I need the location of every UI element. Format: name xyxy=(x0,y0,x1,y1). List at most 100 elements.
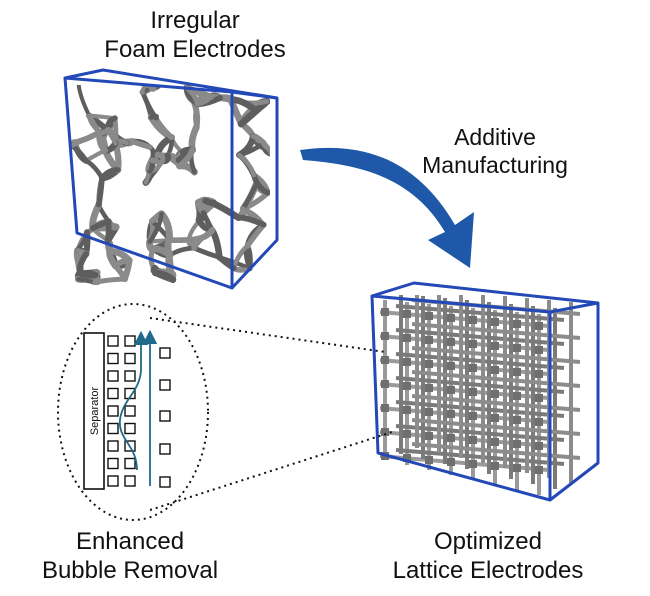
lattice-cross-sections xyxy=(108,336,170,487)
lattice-cross-section-square xyxy=(125,336,135,346)
lattice-node xyxy=(491,366,499,374)
lattice-node xyxy=(491,438,499,446)
lattice-cross-section-square xyxy=(108,354,118,364)
lattice-node xyxy=(513,416,521,424)
lattice-cross-section-square xyxy=(108,406,118,416)
foam-title-line2: Foam Electrodes xyxy=(95,35,295,64)
lattice-node xyxy=(513,320,521,328)
lattice-title-line1: Optimized xyxy=(368,527,608,556)
lattice-node xyxy=(491,414,499,422)
lattice-node xyxy=(447,362,455,370)
lattice-node xyxy=(447,386,455,394)
lattice-node xyxy=(491,318,499,326)
lattice-node xyxy=(513,392,521,400)
lattice-cross-section-square xyxy=(160,477,170,487)
lattice-node xyxy=(381,380,389,388)
foam-strut xyxy=(72,132,99,145)
lattice-cross-section-square xyxy=(125,371,135,381)
lattice-cross-section-square xyxy=(125,406,135,416)
lattice-cross-section-square xyxy=(160,348,170,358)
lattice-cross-section-square xyxy=(125,354,135,364)
process-line2: Manufacturing xyxy=(395,151,595,179)
lattice-title-line2: Lattice Electrodes xyxy=(368,556,608,585)
lattice-cross-section-square xyxy=(125,476,135,486)
zoom-lines xyxy=(150,318,392,510)
lattice-node xyxy=(535,370,543,378)
foam-electrode-title: Irregular Foam Electrodes xyxy=(95,6,295,65)
lattice-node xyxy=(381,308,389,316)
lattice-cross-section-square xyxy=(108,389,118,399)
foam-strut xyxy=(170,248,194,255)
separator-label: Separator xyxy=(89,387,101,436)
lattice-node xyxy=(535,394,543,402)
foam-title-line1: Irregular xyxy=(95,6,295,35)
lattice-node xyxy=(491,342,499,350)
lattice-cross-section-square xyxy=(125,459,135,469)
lattice-node xyxy=(381,404,389,412)
foam-strut xyxy=(99,178,102,205)
lattice-node xyxy=(403,382,411,390)
lattice-node xyxy=(469,388,477,396)
lattice-node xyxy=(425,360,433,368)
lattice-node xyxy=(535,466,543,474)
lattice-node xyxy=(447,314,455,322)
foam-electrode-block xyxy=(65,70,277,288)
inset-title-line1: Enhanced xyxy=(15,527,245,556)
lattice-electrode-block xyxy=(372,283,598,500)
lattice-node xyxy=(491,390,499,398)
lattice-node xyxy=(381,332,389,340)
lattice-node xyxy=(447,434,455,442)
lattice-node xyxy=(403,334,411,342)
lattice-node xyxy=(425,312,433,320)
foam-struts xyxy=(72,80,272,282)
lattice-node xyxy=(469,436,477,444)
lattice-node xyxy=(403,310,411,318)
foam-strut xyxy=(86,161,102,178)
inset-title: Enhanced Bubble Removal xyxy=(15,527,245,586)
foam-strut xyxy=(214,204,239,218)
foam-strut xyxy=(108,221,109,240)
lattice-node xyxy=(535,442,543,450)
lattice-node xyxy=(403,406,411,414)
lattice-cross-section-square xyxy=(108,459,118,469)
foam-strut xyxy=(96,279,125,282)
lattice-node xyxy=(535,322,543,330)
process-label: Additive Manufacturing xyxy=(395,123,595,179)
lattice-node xyxy=(469,364,477,372)
lattice-cross-section-square xyxy=(108,476,118,486)
lattice-cross-section-square xyxy=(160,380,170,390)
lattice-cross-section-square xyxy=(108,424,118,434)
lattice-node xyxy=(425,384,433,392)
lattice-electrode-title: Optimized Lattice Electrodes xyxy=(368,527,608,586)
foam-strut xyxy=(152,160,162,163)
lattice-node xyxy=(447,338,455,346)
lattice-cross-section-square xyxy=(108,371,118,381)
lattice-cross-section-square xyxy=(108,336,118,346)
lattice-node xyxy=(469,412,477,420)
lattice-node xyxy=(535,418,543,426)
lattice-node xyxy=(513,344,521,352)
lattice-node xyxy=(425,336,433,344)
lattice-node xyxy=(469,340,477,348)
process-line1: Additive xyxy=(395,123,595,151)
lattice-node xyxy=(491,462,499,470)
bubble-removal-inset xyxy=(58,304,208,520)
lattice-node xyxy=(513,368,521,376)
lattice-cross-section-square xyxy=(125,424,135,434)
lattice-cross-section-square xyxy=(160,444,170,454)
lattice-node xyxy=(425,432,433,440)
lattice-node xyxy=(425,456,433,464)
lattice-node xyxy=(447,458,455,466)
lattice-node xyxy=(469,460,477,468)
lattice-node xyxy=(381,356,389,364)
inset-title-line2: Bubble Removal xyxy=(15,556,245,585)
lattice-cross-section-square xyxy=(160,411,170,421)
lattice-node xyxy=(513,464,521,472)
lattice-node xyxy=(425,408,433,416)
lattice-node xyxy=(513,440,521,448)
lattice-node xyxy=(447,410,455,418)
lattice-node xyxy=(535,346,543,354)
lattice-node xyxy=(469,316,477,324)
